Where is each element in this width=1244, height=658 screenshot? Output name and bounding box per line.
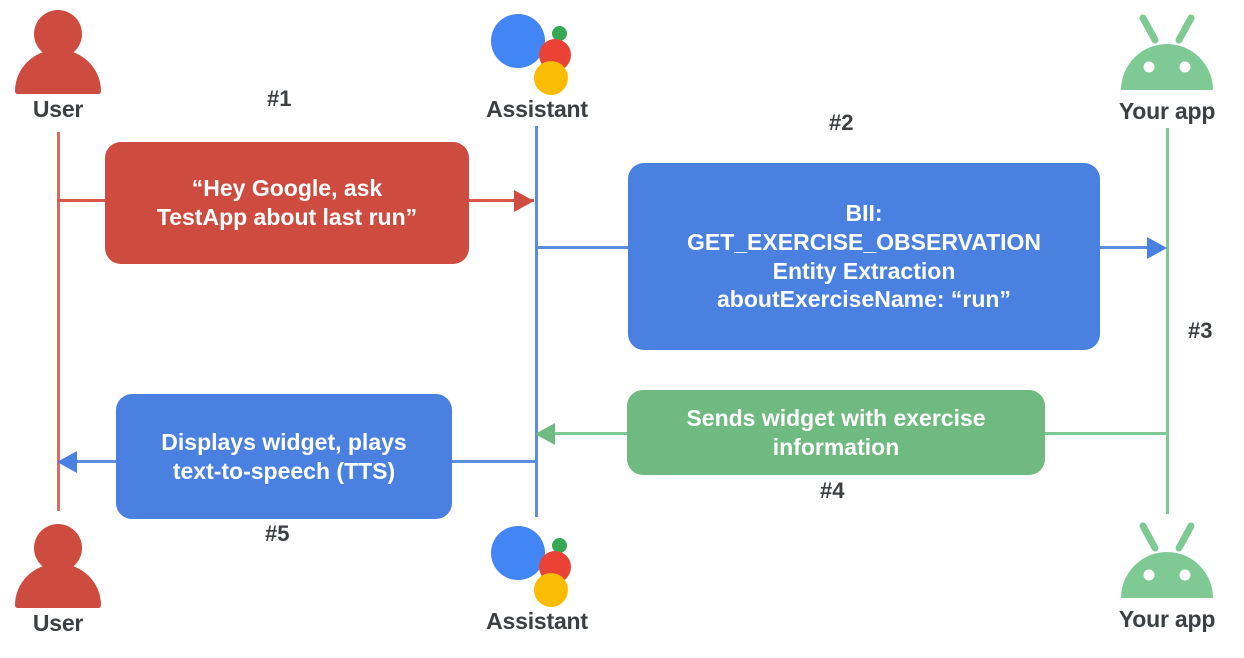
step-label-2: #2 xyxy=(829,110,854,135)
actor-label-user-bottom: User xyxy=(32,610,84,636)
android-robot-icon xyxy=(1115,12,1219,96)
message-box-step4-lines: Sends widget with exercise information xyxy=(641,404,1031,461)
message-box-step2-line-2: GET_EXERCISE_OBSERVATION xyxy=(686,228,1042,255)
actor-label-your-app-top: Your app xyxy=(1118,98,1216,124)
assistant-icon-blue-dot xyxy=(491,14,545,68)
message-box-step1: “Hey Google, ask TestApp about last run” xyxy=(105,142,469,264)
assistant-icon-green-dot xyxy=(552,26,567,41)
actor-user-bottom: User xyxy=(0,524,133,637)
connector-step1-left xyxy=(57,199,117,202)
assistant-icon-blue-dot xyxy=(491,526,545,580)
arrowhead-step2 xyxy=(1147,237,1167,259)
actor-your-app-bottom: Your app xyxy=(1092,520,1242,633)
actor-label-your-app-bottom: Your app xyxy=(1118,606,1216,632)
user-icon-body xyxy=(15,50,101,94)
arrowhead-step5 xyxy=(57,451,77,473)
assistant-icon-yellow-dot xyxy=(534,61,568,95)
connector-step4-right xyxy=(1044,432,1168,435)
actor-assistant-bottom: Assistant xyxy=(462,518,612,635)
connector-step2-right xyxy=(1098,246,1156,249)
arrowhead-step1 xyxy=(514,190,534,212)
lifeline-your-app xyxy=(1166,128,1169,514)
actor-label-user-top: User xyxy=(32,96,84,122)
message-box-step4-line-2: information xyxy=(772,433,900,460)
message-box-step5: Displays widget, plays text-to-speech (T… xyxy=(116,394,452,519)
connector-step5-left xyxy=(76,460,122,463)
message-box-step1-line-1: “Hey Google, ask xyxy=(191,175,383,202)
message-box-step5-line-2: text-to-speech (TTS) xyxy=(172,457,396,484)
actor-assistant-top: Assistant xyxy=(462,6,612,123)
message-box-step4-line-1: Sends widget with exercise xyxy=(686,404,986,431)
step-label-5: #5 xyxy=(265,521,290,546)
message-box-step1-lines: “Hey Google, ask TestApp about last run” xyxy=(119,174,455,231)
lifeline-user xyxy=(57,132,60,511)
android-robot-icon xyxy=(1115,520,1219,604)
user-icon xyxy=(15,10,101,94)
step-label-4: #4 xyxy=(820,478,845,503)
user-icon-body xyxy=(15,564,101,608)
actor-label-assistant-bottom: Assistant xyxy=(486,608,588,634)
user-icon xyxy=(15,524,101,608)
step-label-3: #3 xyxy=(1188,318,1213,343)
message-box-step2-lines: BII: GET_EXERCISE_OBSERVATION Entity Ext… xyxy=(642,199,1086,313)
actor-user-top: User xyxy=(0,10,133,123)
message-box-step2-line-4: aboutExerciseName: “run” xyxy=(717,286,1011,313)
google-assistant-icon xyxy=(489,518,585,607)
connector-step1-right xyxy=(466,199,534,202)
step-label-1: #1 xyxy=(267,86,292,111)
connector-step5-right xyxy=(450,460,537,463)
actor-your-app-top: Your app xyxy=(1092,12,1242,125)
google-assistant-icon xyxy=(489,6,585,95)
message-box-step5-line-1: Displays widget, plays xyxy=(161,428,407,455)
connector-step2-left xyxy=(535,246,633,249)
message-box-step2-line-1: BII: xyxy=(845,200,883,227)
message-box-step4: Sends widget with exercise information xyxy=(627,390,1045,475)
message-box-step2: BII: GET_EXERCISE_OBSERVATION Entity Ext… xyxy=(628,163,1100,350)
arrowhead-step4 xyxy=(535,423,555,445)
message-box-step2-line-3: Entity Extraction xyxy=(772,257,956,284)
assistant-icon-green-dot xyxy=(552,538,567,553)
assistant-icon-yellow-dot xyxy=(534,573,568,607)
actor-label-assistant-top: Assistant xyxy=(486,96,588,122)
lifeline-assistant xyxy=(535,126,538,517)
message-box-step5-lines: Displays widget, plays text-to-speech (T… xyxy=(130,428,438,485)
message-box-step1-line-2: TestApp about last run” xyxy=(156,204,418,230)
connector-step4-left xyxy=(554,432,634,435)
